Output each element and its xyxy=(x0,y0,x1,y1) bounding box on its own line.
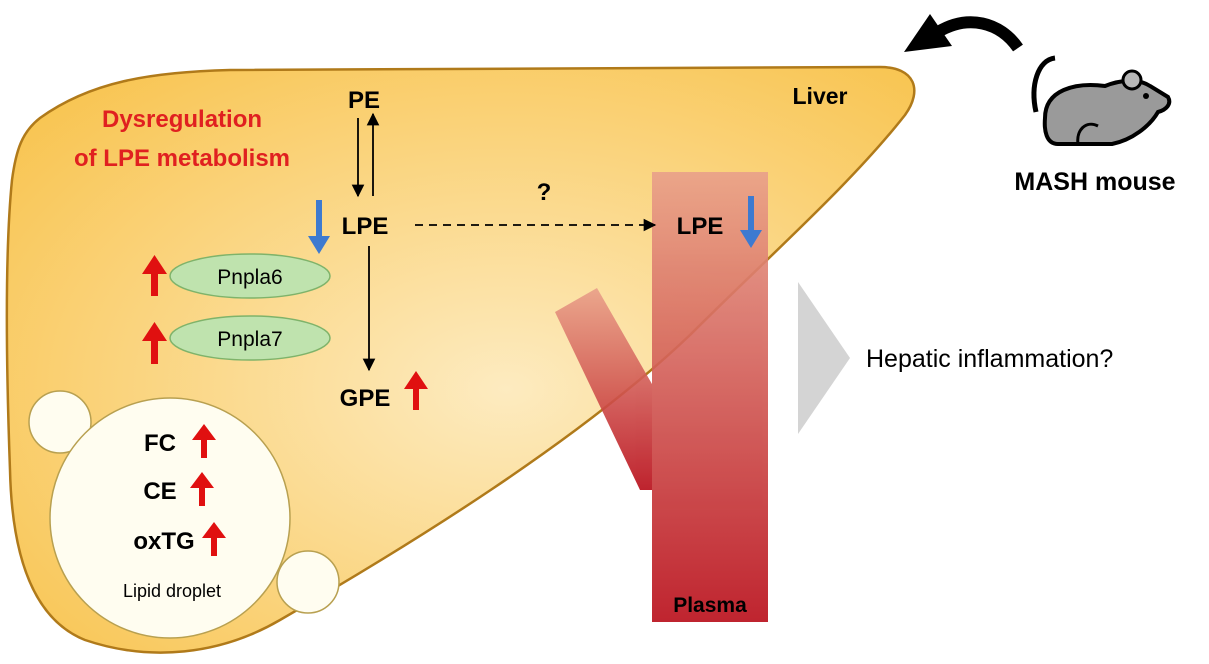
curved-arrow-head xyxy=(904,14,952,52)
lpe-down-arrow-icon xyxy=(308,200,330,254)
blood-vessel xyxy=(555,172,768,622)
small-droplet-top xyxy=(28,390,92,454)
gpe-label: GPE xyxy=(340,385,391,412)
dysregulation-title-line2: of LPE metabolism xyxy=(74,145,290,172)
dysregulation-title-line1: Dysregulation xyxy=(102,106,262,133)
small-droplet-bottom xyxy=(276,550,340,614)
inflammation-label: Hepatic inflammation? xyxy=(866,345,1113,373)
pnpla7-up-arrow-icon xyxy=(142,322,167,364)
plasma-lpe-down-arrow-icon xyxy=(740,196,762,248)
ce-label: CE xyxy=(143,478,176,505)
pnpla7-enzyme xyxy=(169,315,331,361)
oxtg-label: oxTG xyxy=(133,528,194,555)
lpe-plasma-label: LPE xyxy=(677,213,724,240)
pnpla6-label: Pnpla6 xyxy=(217,266,282,289)
lpe-liver-label: LPE xyxy=(342,213,389,240)
plasma-label: Plasma xyxy=(673,594,747,617)
pnpla7-label: Pnpla7 xyxy=(217,328,282,351)
pe-label: PE xyxy=(348,87,380,114)
fc-up-arrow-icon xyxy=(192,424,216,458)
pnpla6-up-arrow-icon xyxy=(142,255,167,296)
gpe-up-arrow-icon xyxy=(404,371,428,410)
pnpla6-enzyme xyxy=(169,253,331,299)
mouse-label: MASH mouse xyxy=(1014,168,1175,196)
chevron-right-icon xyxy=(798,282,850,434)
mouse-icon xyxy=(1031,55,1172,146)
ce-up-arrow-icon xyxy=(190,472,214,506)
curved-arrow-icon xyxy=(934,16,1023,52)
oxtg-up-arrow-icon xyxy=(202,522,226,556)
liver-label: Liver xyxy=(793,83,848,109)
fc-label: FC xyxy=(144,430,176,457)
lipid-droplet-label: Lipid droplet xyxy=(123,581,221,601)
lipid-droplet xyxy=(49,397,291,639)
question-mark: ? xyxy=(537,179,552,206)
